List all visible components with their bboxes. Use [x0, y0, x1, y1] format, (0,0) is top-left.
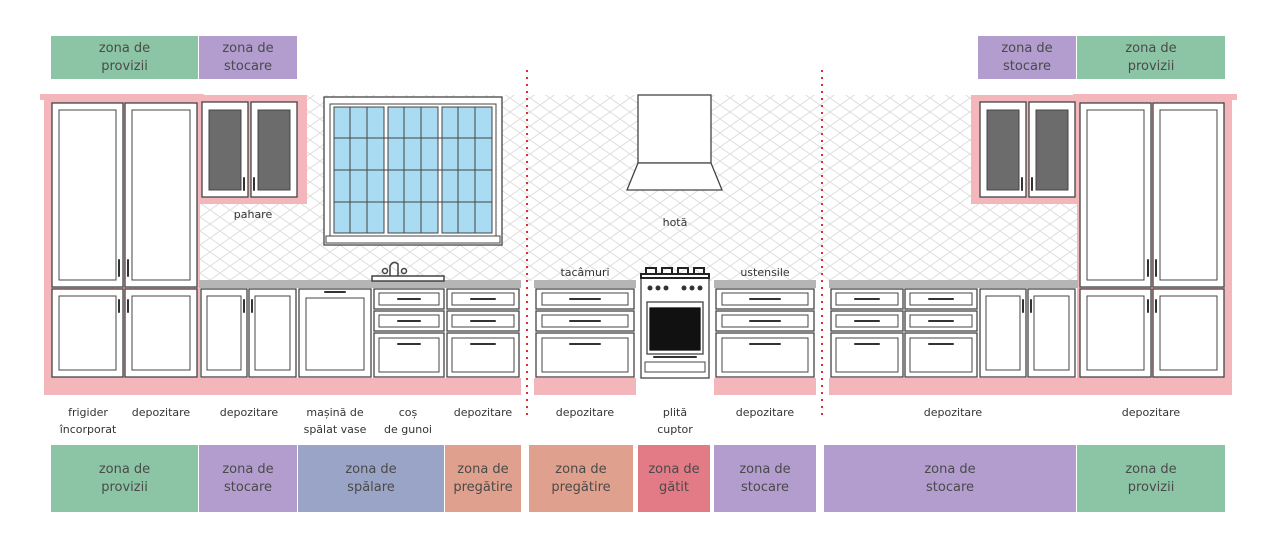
- pantry-door-low: [1079, 288, 1152, 378]
- label-storage: depozitare: [219, 406, 279, 419]
- plinth-left: [199, 378, 521, 395]
- hood-label: hotă: [662, 216, 688, 229]
- bottom-zone-provizii: zona de provizii: [1077, 445, 1225, 512]
- range-hood-chimney: [637, 94, 712, 164]
- base-door: [200, 288, 248, 378]
- drawer: [446, 332, 520, 378]
- pantry-door-tall: [1152, 102, 1225, 288]
- countertop-right: [829, 280, 1078, 288]
- utensil-drawer: [715, 332, 815, 378]
- label-storage: depozitare: [453, 406, 513, 419]
- top-zone-stocare-left: zona de stocare: [199, 36, 297, 79]
- label-storage: depozitare: [131, 406, 191, 419]
- base-door: [248, 288, 297, 378]
- label-trash: coș de gunoi: [384, 406, 432, 436]
- label-storage: depozitare: [555, 406, 615, 419]
- pantry-door-low: [1152, 288, 1225, 378]
- oven-window: [649, 307, 701, 351]
- bottom-zone-stocare: zona de stocare: [714, 445, 816, 512]
- dishwasher: [298, 288, 372, 378]
- cutlery-label: tacâmuri: [560, 266, 610, 279]
- base-door: [979, 288, 1027, 378]
- plinth-mid-right: [714, 378, 816, 395]
- plinth-right: [829, 378, 1078, 395]
- base-door: [1027, 288, 1076, 378]
- drawer: [904, 332, 978, 378]
- plinth-mid: [534, 378, 636, 395]
- bottom-zone-pregatire: zona de pregătire: [445, 445, 521, 512]
- utensils-label: ustensile: [740, 266, 790, 279]
- top-zone-stocare-right: zona de stocare: [978, 36, 1076, 79]
- pantry-door-low: [51, 288, 124, 378]
- bottom-zone-stocare: zona de stocare: [824, 445, 1076, 512]
- sink-faucet-icon: [371, 261, 445, 282]
- stove-knobs-icon: [647, 285, 703, 291]
- pantry-door-tall: [124, 102, 198, 288]
- bottom-zone-stocare: zona de stocare: [199, 445, 297, 512]
- bottom-zone-spalare: zona de spălare: [298, 445, 444, 512]
- pantry-cornice-left: [40, 94, 204, 100]
- label-storage: depozitare: [923, 406, 983, 419]
- top-zone-provizii-right: zona de provizii: [1077, 36, 1225, 79]
- bottom-zone-provizii: zona de provizii: [51, 445, 198, 512]
- top-zone-provizii-left: zona de provizii: [51, 36, 198, 79]
- glasses-label: pahare: [233, 208, 273, 221]
- pantry-door-tall: [51, 102, 124, 288]
- window: [323, 96, 503, 246]
- range-hood: [626, 162, 723, 191]
- trash-drawer: [373, 332, 445, 378]
- countertop-left: [199, 280, 521, 288]
- countertop-mid: [534, 280, 636, 288]
- cutlery-drawer: [535, 332, 635, 378]
- pantry-cornice-right: [1073, 94, 1237, 100]
- label-fridge: frigider încorporat: [59, 406, 117, 436]
- label-stove: plită cuptor: [657, 406, 693, 436]
- drawer: [830, 332, 904, 378]
- pantry-door-tall: [1079, 102, 1152, 288]
- label-storage: depozitare: [1121, 406, 1181, 419]
- bottom-zone-pregatire: zona de pregătire: [529, 445, 633, 512]
- bottom-zone-gatit: zona de gătit: [638, 445, 710, 512]
- label-storage: depozitare: [735, 406, 795, 419]
- countertop-mid-right: [714, 280, 816, 288]
- stove-burners-icon: [640, 267, 710, 279]
- label-dishwasher: mașină de spălat vase: [303, 406, 367, 436]
- pantry-door-low: [124, 288, 198, 378]
